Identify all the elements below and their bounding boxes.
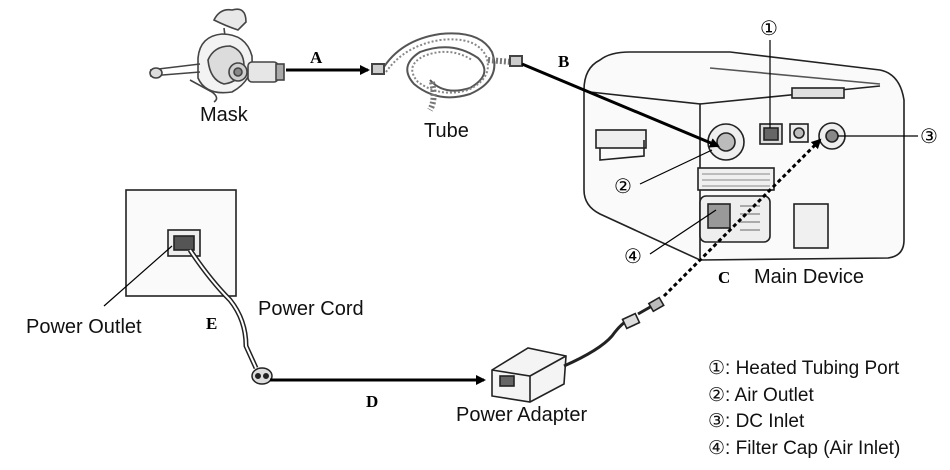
connection-e-label: E <box>206 314 218 333</box>
legend-item-air-outlet: ②: Air Outlet <box>708 384 814 406</box>
main-device-label: Main Device <box>754 266 865 288</box>
tube-label: Tube <box>424 120 469 142</box>
mask-illustration <box>149 8 285 103</box>
main-device-illustration <box>583 51 905 261</box>
callout-leaders <box>103 40 918 307</box>
callout-4: ④ <box>624 244 642 268</box>
connection-a-label: A <box>310 48 323 67</box>
legend-item-heated-tubing-port: ①: Heated Tubing Port <box>708 358 900 379</box>
tube-illustration <box>371 32 523 112</box>
callout-1: ① <box>760 16 778 40</box>
callout-3: ③ <box>920 124 938 148</box>
connection-arrows <box>270 62 822 385</box>
legend-item-filter-cap: ④: Filter Cap (Air Inlet) <box>708 437 901 459</box>
legend-item-dc-inlet: ③: DC Inlet <box>708 411 805 432</box>
power-cord-illustration <box>187 248 273 385</box>
connection-c-label: C <box>718 268 731 287</box>
power-outlet-label: Power Outlet <box>26 316 142 338</box>
power-adapter-illustration <box>491 296 665 403</box>
power-outlet-illustration <box>125 189 237 297</box>
connection-d-label: D <box>366 392 379 411</box>
power-cord-label: Power Cord <box>258 298 364 320</box>
legend: ①: Heated Tubing Port ②: Air Outlet ③: D… <box>708 356 900 462</box>
connection-b-label: B <box>558 52 570 71</box>
mask-label: Mask <box>200 104 248 126</box>
power-adapter-label: Power Adapter <box>456 404 588 426</box>
callout-2: ② <box>614 174 632 198</box>
